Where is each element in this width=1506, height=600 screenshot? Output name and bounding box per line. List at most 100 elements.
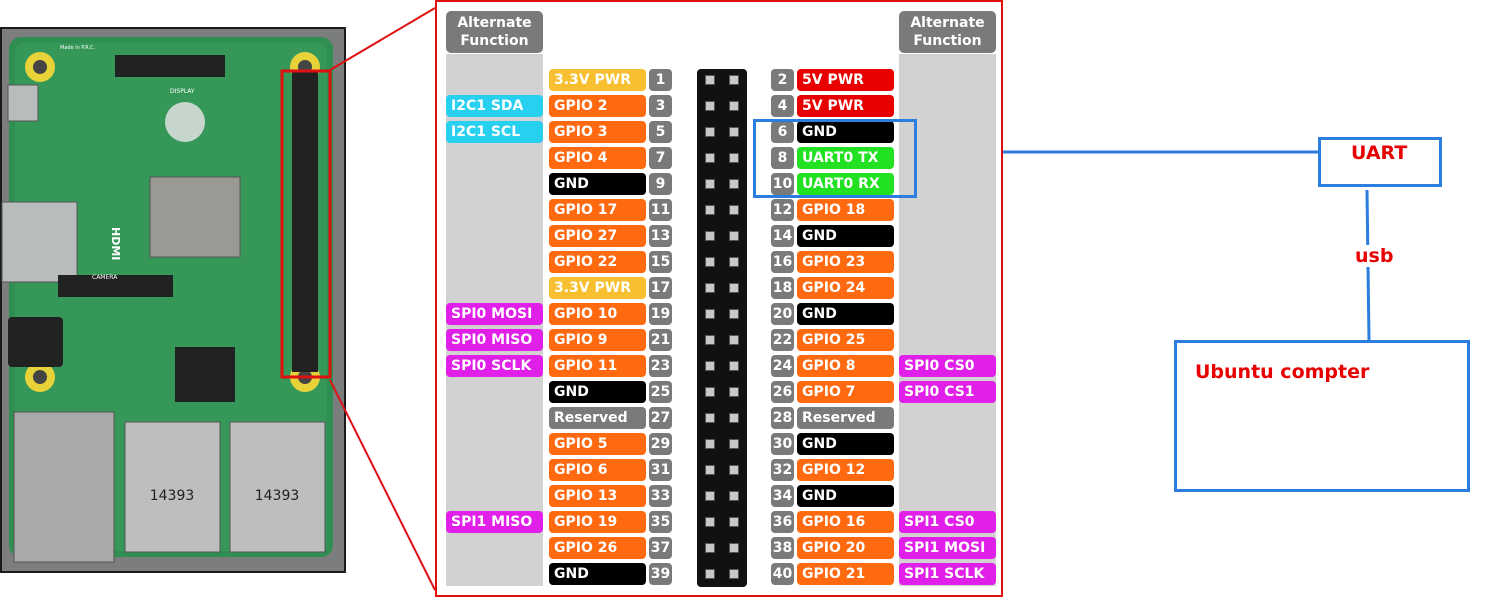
pin-socket	[729, 517, 739, 527]
pin-socket	[729, 465, 739, 475]
pin-socket	[705, 413, 715, 423]
pin-number: 34	[771, 485, 794, 507]
pin-number: 33	[649, 485, 672, 507]
uart-pins-highlight	[753, 119, 917, 198]
pin-socket	[729, 153, 739, 163]
pin-socket	[729, 179, 739, 189]
pin-label: GPIO 20	[797, 537, 894, 559]
pin-number: 31	[649, 459, 672, 481]
pin-socket	[705, 439, 715, 449]
pin-label: GPIO 23	[797, 251, 894, 273]
ethernet-port	[13, 411, 115, 563]
ubuntu-computer-box: Ubuntu compter	[1174, 340, 1470, 492]
pin-socket	[729, 543, 739, 553]
uart-box: UART	[1318, 137, 1442, 187]
pin-socket	[705, 569, 715, 579]
pin-number: 22	[771, 329, 794, 351]
pin-number: 30	[771, 433, 794, 455]
gpio-pinout-diagram: Alternate Function Alternate Function 3.…	[435, 0, 1003, 597]
pin-number: 16	[771, 251, 794, 273]
alt-function-label: SPI1 MOSI	[899, 537, 996, 559]
ubuntu-computer-label: Ubuntu compter	[1195, 361, 1370, 383]
pin-socket	[729, 413, 739, 423]
pin-number: 17	[649, 277, 672, 299]
pin-number: 10	[771, 173, 794, 195]
pin-label: 5V PWR	[797, 95, 894, 117]
camera-connector	[58, 275, 173, 297]
pin-label: GPIO 21	[797, 563, 894, 585]
micro-usb-port	[7, 84, 39, 122]
pin-label: GPIO 22	[549, 251, 646, 273]
pin-number: 24	[771, 355, 794, 377]
pin-socket	[705, 465, 715, 475]
pin-socket	[729, 361, 739, 371]
pin-number: 23	[649, 355, 672, 377]
pin-label: GPIO 27	[549, 225, 646, 247]
pin-label: GND	[797, 433, 894, 455]
pin-socket	[705, 179, 715, 189]
pin-label: GND	[797, 225, 894, 247]
pin-label: GPIO 12	[797, 459, 894, 481]
alt-function-label: SPI1 MISO	[446, 511, 543, 533]
pin-number: 25	[649, 381, 672, 403]
pin-label: Reserved	[549, 407, 646, 429]
alternate-function-header-left: Alternate Function	[446, 11, 543, 53]
pin-label: GPIO 10	[549, 303, 646, 325]
pin-label: GND	[797, 485, 894, 507]
pin-number: 11	[649, 199, 672, 221]
pin-socket	[729, 491, 739, 501]
pin-label: GPIO 16	[797, 511, 894, 533]
pin-number: 35	[649, 511, 672, 533]
pin-number: 37	[649, 537, 672, 559]
pin-number: 14	[771, 225, 794, 247]
board-gpio-header	[292, 72, 318, 372]
pin-socket	[729, 257, 739, 267]
pin-number: 36	[771, 511, 794, 533]
pin-socket	[729, 231, 739, 241]
pin-socket	[705, 257, 715, 267]
pin-label: GND	[549, 381, 646, 403]
pin-label: GPIO 13	[549, 485, 646, 507]
pin-number: 2	[771, 69, 794, 91]
display-connector	[115, 55, 225, 77]
pin-label: GPIO 24	[797, 277, 894, 299]
hdmi-label: HDMI	[109, 227, 122, 260]
pin-number: 15	[649, 251, 672, 273]
pin-number: 12	[771, 199, 794, 221]
pin-socket	[729, 387, 739, 397]
pin-number: 5	[649, 121, 672, 143]
pin-label: GPIO 3	[549, 121, 646, 143]
alt-function-label: I2C1 SDA	[446, 95, 543, 117]
alt-function-label: SPI0 SCLK	[446, 355, 543, 377]
pin-socket	[705, 101, 715, 111]
pin-label: GPIO 25	[797, 329, 894, 351]
pin-socket	[729, 335, 739, 345]
pin-label: GPIO 6	[549, 459, 646, 481]
pin-label: 5V PWR	[797, 69, 894, 91]
pin-number: 13	[649, 225, 672, 247]
raspberry-logo-icon	[165, 102, 205, 142]
pin-label: UART0 TX	[797, 147, 894, 169]
pin-number: 21	[649, 329, 672, 351]
raspberry-pi-board-photo: 14393 14393 DISPLAY CAMERA Made in P.R.C…	[0, 27, 346, 573]
usb-label: usb	[1353, 245, 1396, 267]
pin-label: GND	[549, 173, 646, 195]
usb-marking-1: 14393	[150, 488, 195, 504]
header-highlight-box	[280, 69, 332, 379]
alt-function-label: SPI0 MISO	[446, 329, 543, 351]
camera-label: CAMERA	[92, 274, 118, 281]
pin-socket	[729, 75, 739, 85]
alt-function-label: SPI0 MOSI	[446, 303, 543, 325]
pin-socket	[729, 127, 739, 137]
pin-number: 29	[649, 433, 672, 455]
made-in-label: Made in P.R.C.	[60, 45, 96, 51]
soc-chip	[149, 176, 241, 258]
pin-number: 6	[771, 121, 794, 143]
usb-port-2	[229, 421, 326, 553]
pin-socket	[729, 309, 739, 319]
pin-number: 40	[771, 563, 794, 585]
pin-label: GPIO 18	[797, 199, 894, 221]
alt-function-label: SPI1 CS0	[899, 511, 996, 533]
pin-socket	[705, 387, 715, 397]
pin-number: 32	[771, 459, 794, 481]
